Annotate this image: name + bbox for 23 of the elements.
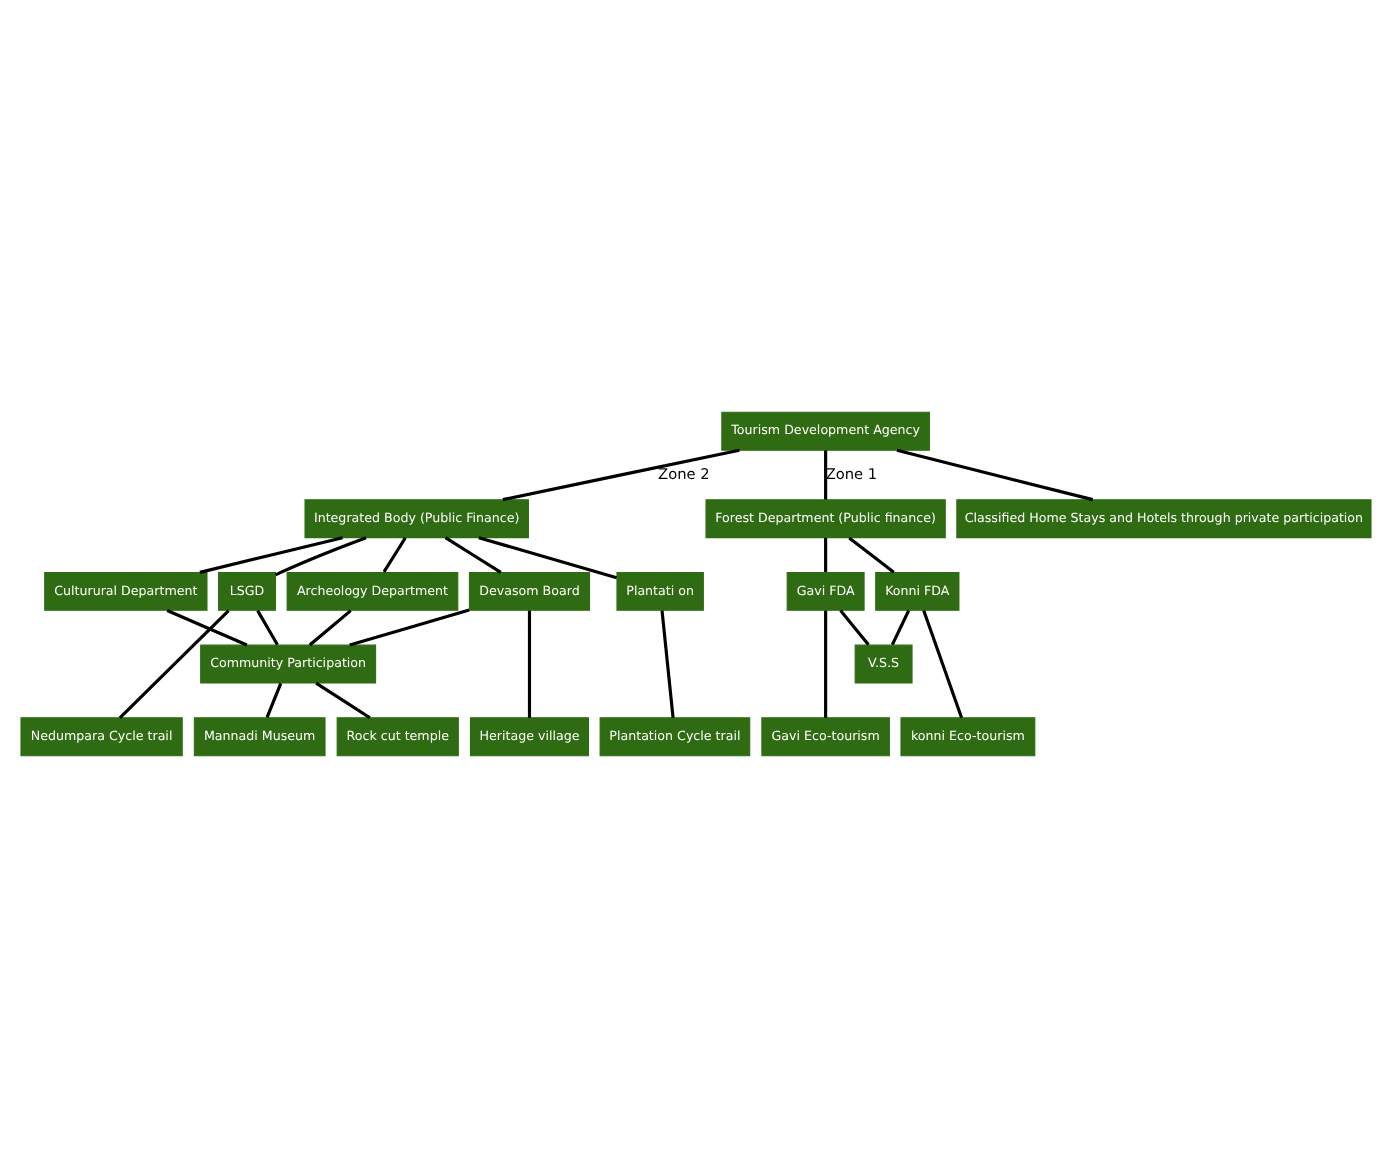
connector — [890, 608, 911, 645]
connector — [478, 535, 618, 579]
connector — [660, 609, 675, 717]
connector — [444, 535, 502, 573]
connector — [256, 608, 279, 645]
connector — [349, 607, 470, 646]
connector — [118, 608, 230, 718]
connector — [315, 680, 371, 719]
connector — [824, 609, 828, 717]
connector — [922, 609, 964, 718]
connector — [382, 536, 407, 572]
connector — [265, 681, 283, 717]
connector — [166, 608, 248, 646]
connector — [896, 447, 1094, 501]
connector — [839, 608, 870, 645]
connector — [824, 449, 828, 499]
connector — [502, 447, 740, 501]
connector — [824, 536, 828, 571]
connector — [527, 609, 532, 717]
connector — [199, 535, 343, 573]
connector — [274, 535, 367, 576]
connector — [308, 608, 352, 646]
connector — [848, 535, 895, 573]
